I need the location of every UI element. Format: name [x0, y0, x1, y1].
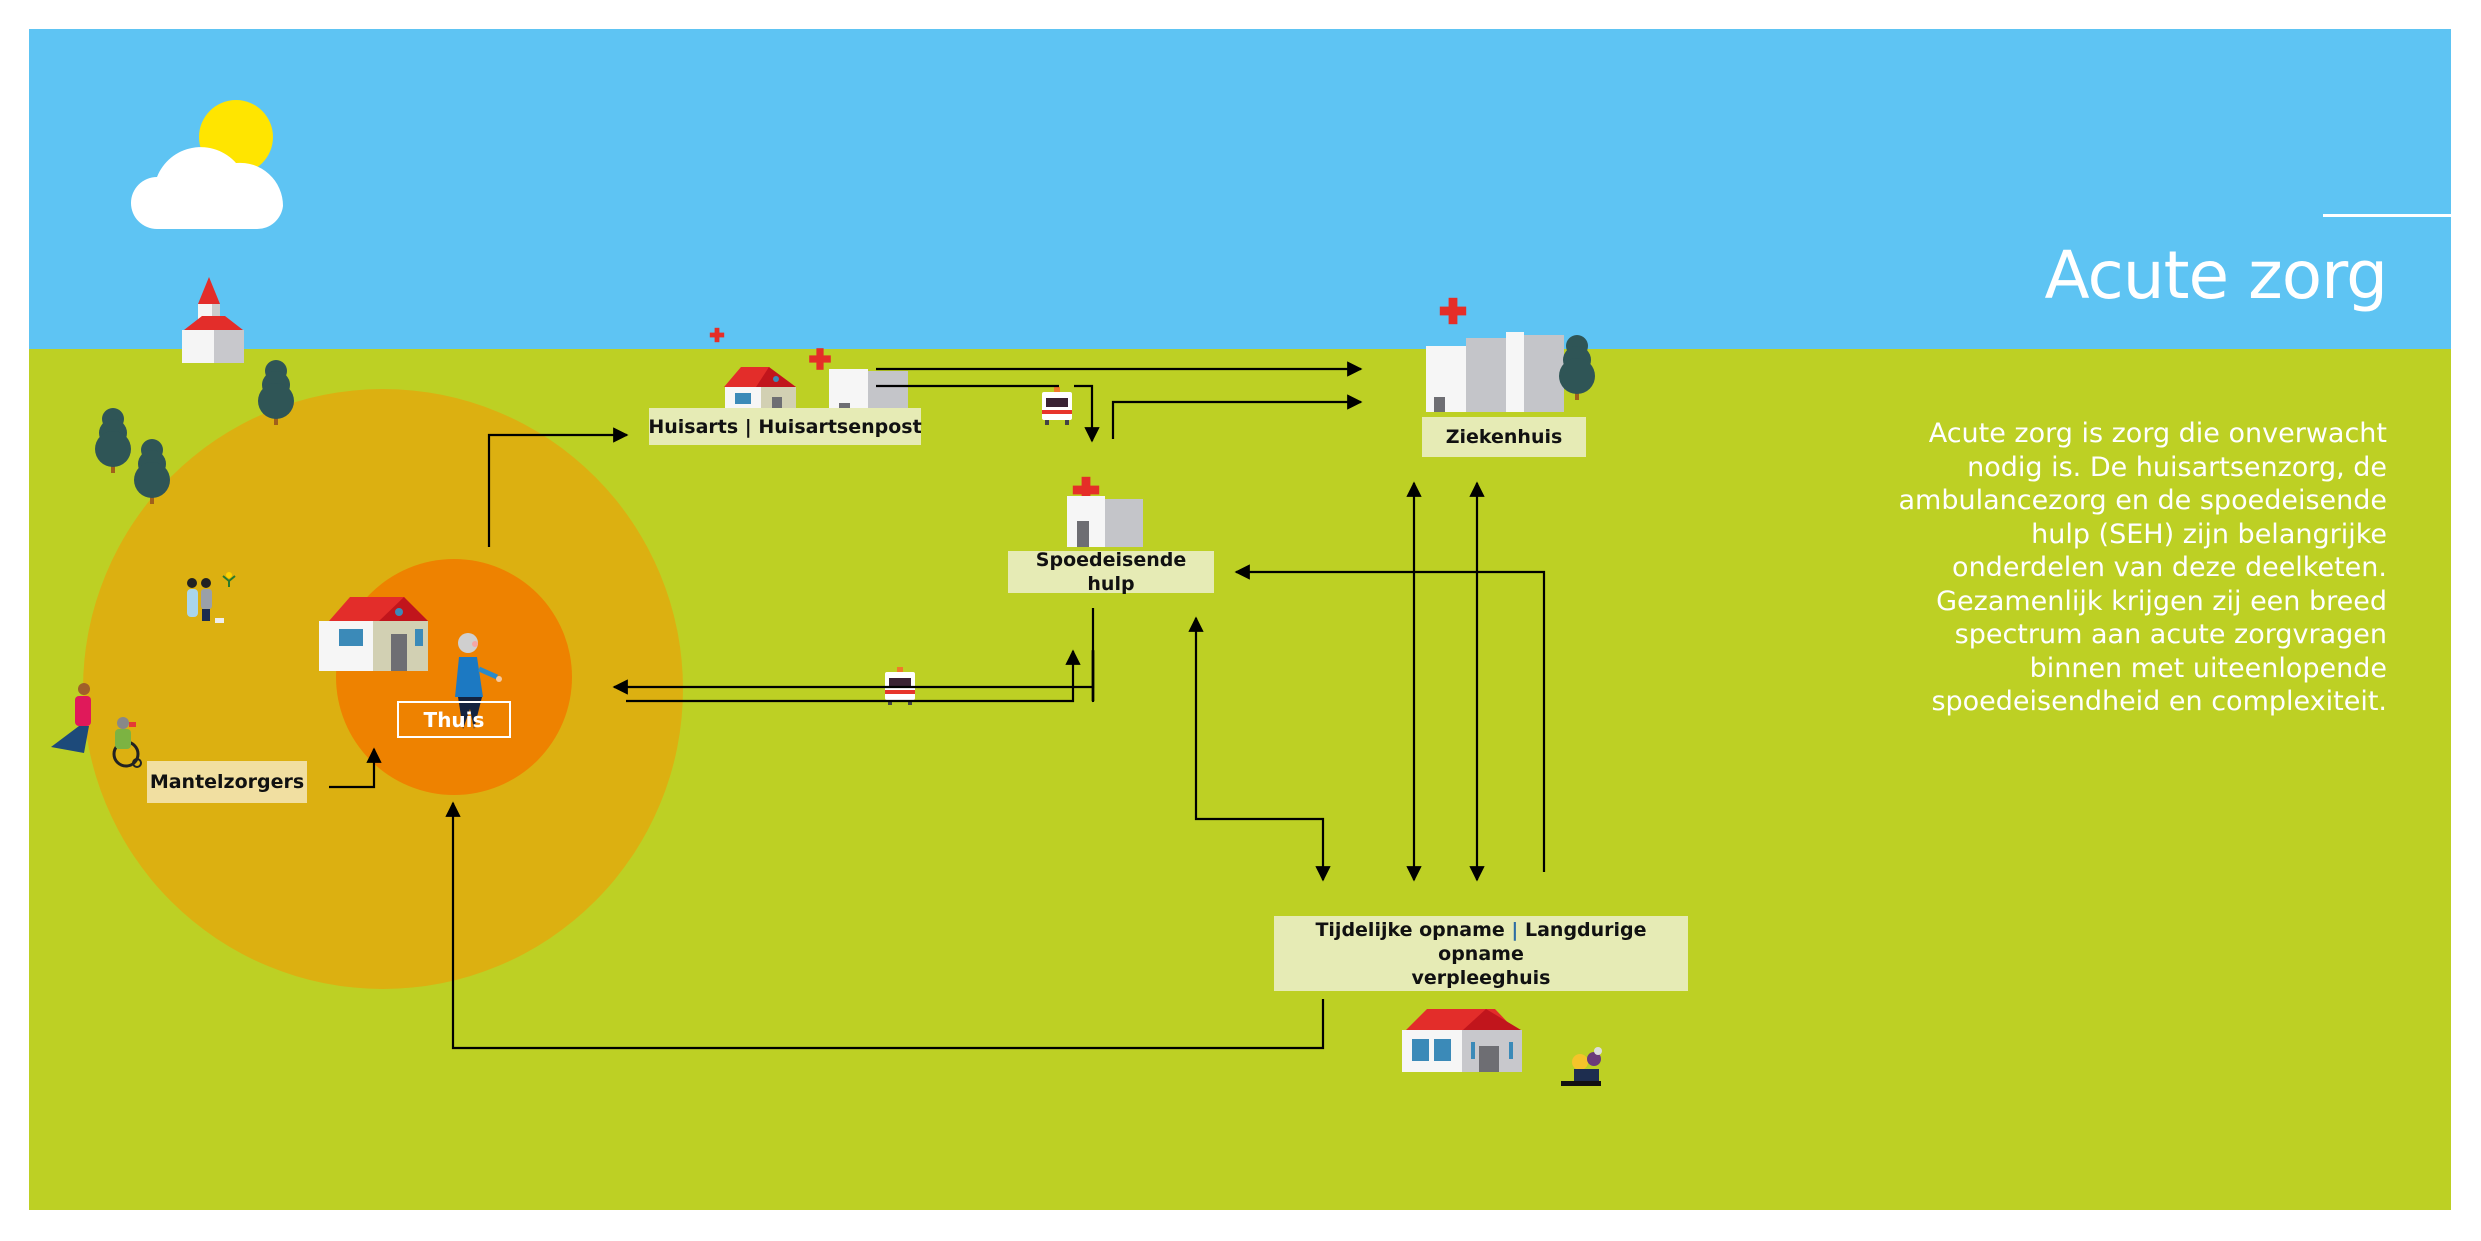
ziekenhuis-label[interactable]: Ziekenhuis — [1422, 417, 1586, 457]
arrow-thuis-to-seh — [626, 649, 1081, 703]
home-house-icon — [319, 597, 428, 671]
description-line: Gezamenlijk krijgen zij een breed — [1936, 585, 2387, 617]
elderly-couple-bench-icon — [1561, 1047, 1602, 1086]
description-line: Acute zorg is zorg die onverwacht — [1928, 418, 2387, 449]
opname-label-line1: Tijdelijke opname | Langdurige opname — [1315, 918, 1647, 965]
elderly-person-icon — [455, 633, 502, 729]
thuis-label[interactable]: Thuis — [397, 701, 511, 738]
opname-label[interactable]: Tijdelijke opname | Langdurige opname ve… — [1274, 916, 1688, 991]
description-line: ambulancezorg en de spoedeisende — [1898, 485, 2387, 516]
seh-building-icon — [1067, 476, 1143, 547]
arrow-thuis-to-huisarts — [487, 427, 629, 547]
arrow-mantelzorg-to-thuis — [329, 747, 382, 789]
description-line: spoedeisendheid en complexiteit. — [1931, 686, 2387, 717]
ambulance-icon — [1042, 387, 1072, 425]
tree-icon — [1559, 335, 1595, 400]
arrow-opname-to-seh — [1234, 564, 1546, 872]
description-line: hulp (SEH) zijn belangrijke — [2031, 518, 2387, 550]
church-icon — [182, 277, 244, 363]
mantelzorgers-label[interactable]: Mantelzorgers — [147, 761, 307, 803]
spoedeisende-hulp-label[interactable]: Spoedeisende hulp — [1008, 549, 1214, 595]
sun-cloud-icon — [131, 100, 284, 230]
title-rule — [2323, 214, 2451, 217]
arrow-opname-to-thuis — [445, 801, 1325, 1050]
arrow-seh-to-ziekenhuis — [1111, 394, 1363, 439]
arrow-seh-to-thuis-return — [614, 608, 1095, 687]
opname-label-line2: verpleeghuis — [1411, 966, 1551, 989]
hospital-building-icon — [1426, 297, 1564, 412]
arrow-seh-to-opname — [1188, 616, 1331, 882]
arrow-huisarts-to-seh — [876, 384, 1092, 441]
scene-illustration — [51, 100, 1602, 1086]
huisarts-label[interactable]: Huisarts | Huisartsenpost — [648, 408, 922, 445]
description-line: binnen met uiteenlopende — [2029, 652, 2387, 684]
infographic-frame: Thuis Mantelzorgers Huisarts | Huisartse… — [29, 29, 2451, 1210]
description-line: spectrum aan acute zorgvragen — [1954, 619, 2387, 650]
wheelchair-caregiver-icon — [51, 683, 142, 768]
inner-home-circle — [336, 559, 572, 795]
page-title: Acute zorg — [2044, 237, 2388, 314]
description-line: nodig is. De huisartsenzorg, de — [1967, 451, 2387, 483]
walking-couple-icon — [187, 572, 236, 623]
description-line: onderdelen van deze deelketen. — [1952, 552, 2387, 583]
flow-arrows — [329, 361, 1546, 1050]
nursing-home-icon — [1402, 1009, 1522, 1072]
sky-background — [29, 29, 2451, 349]
tree-icon — [95, 408, 131, 473]
